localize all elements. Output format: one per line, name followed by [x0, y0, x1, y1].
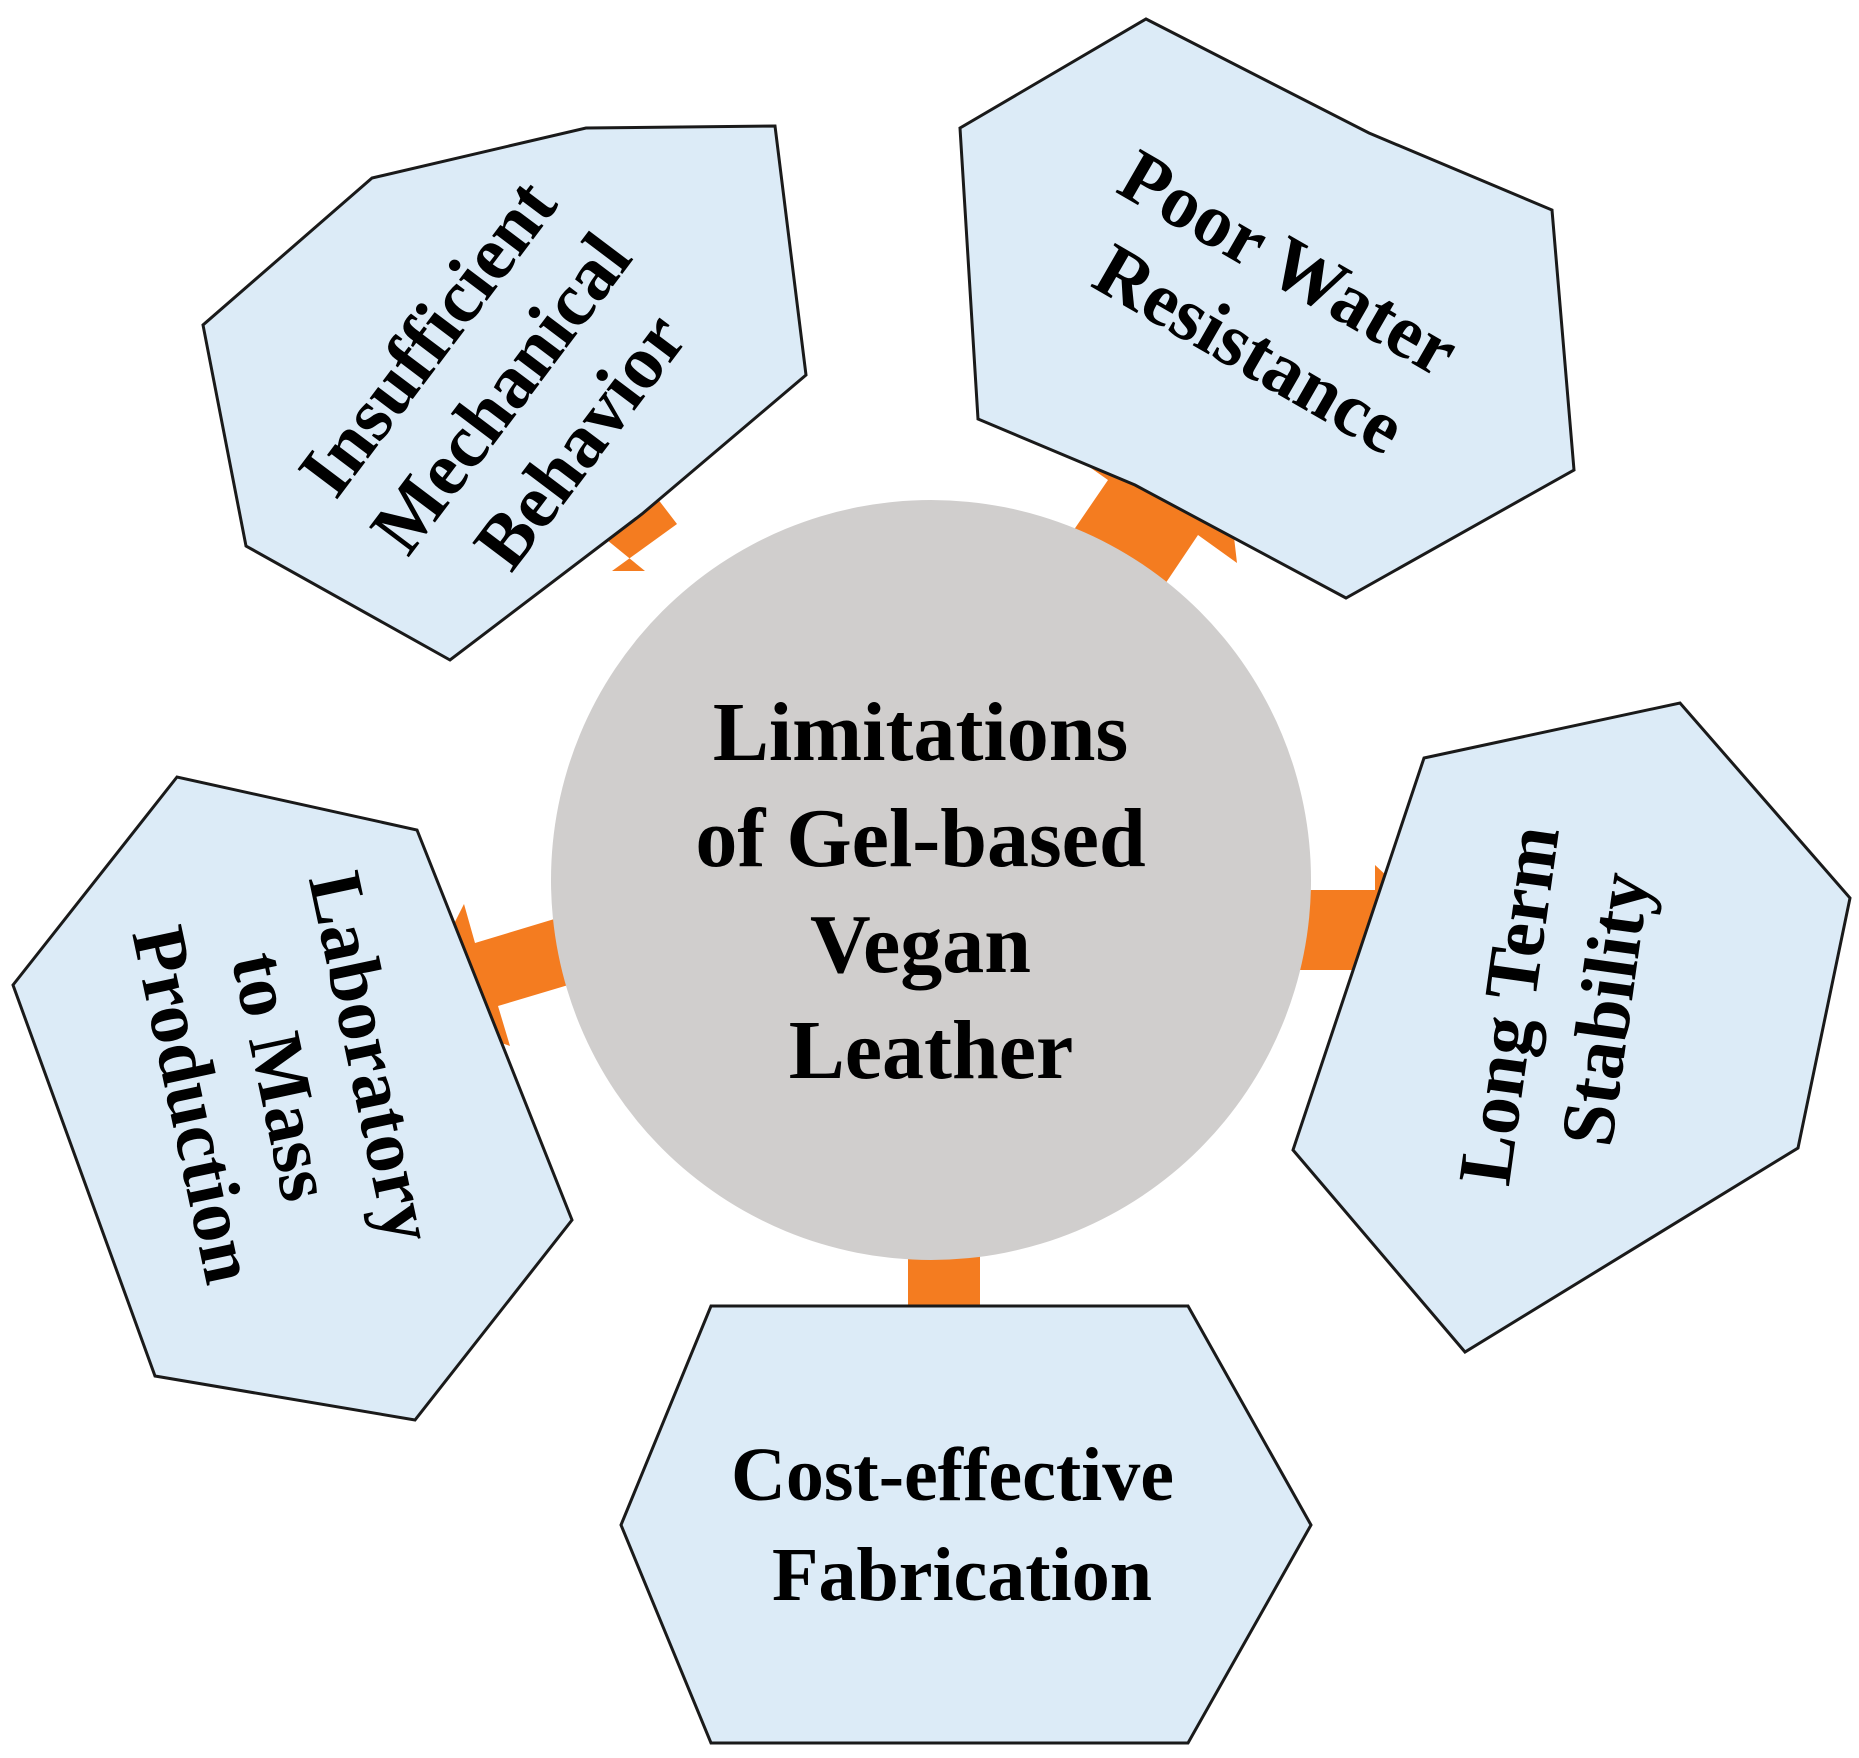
node-label-line: Cost-effective [731, 1433, 1174, 1517]
hexagon-water [958, 17, 1576, 600]
node-cost-text: Cost-effective Fabrication [731, 1433, 1193, 1617]
center-title-line: Leather [789, 1004, 1074, 1097]
hexagon-cost [619, 1304, 1313, 1745]
hexagon-stability [1291, 701, 1852, 1354]
center-title-line: Vegan [810, 898, 1031, 991]
center-title-line: of Gel-based [695, 792, 1145, 885]
center-title: Limitations of Gel-based Vegan Leather [695, 686, 1166, 1097]
center-title-line: Limitations [713, 686, 1128, 779]
center-circle [551, 500, 1311, 1260]
hexagon-scale [11, 775, 574, 1422]
hexagon-mechanical [201, 124, 808, 662]
node-label-line: Fabrication [772, 1533, 1152, 1617]
